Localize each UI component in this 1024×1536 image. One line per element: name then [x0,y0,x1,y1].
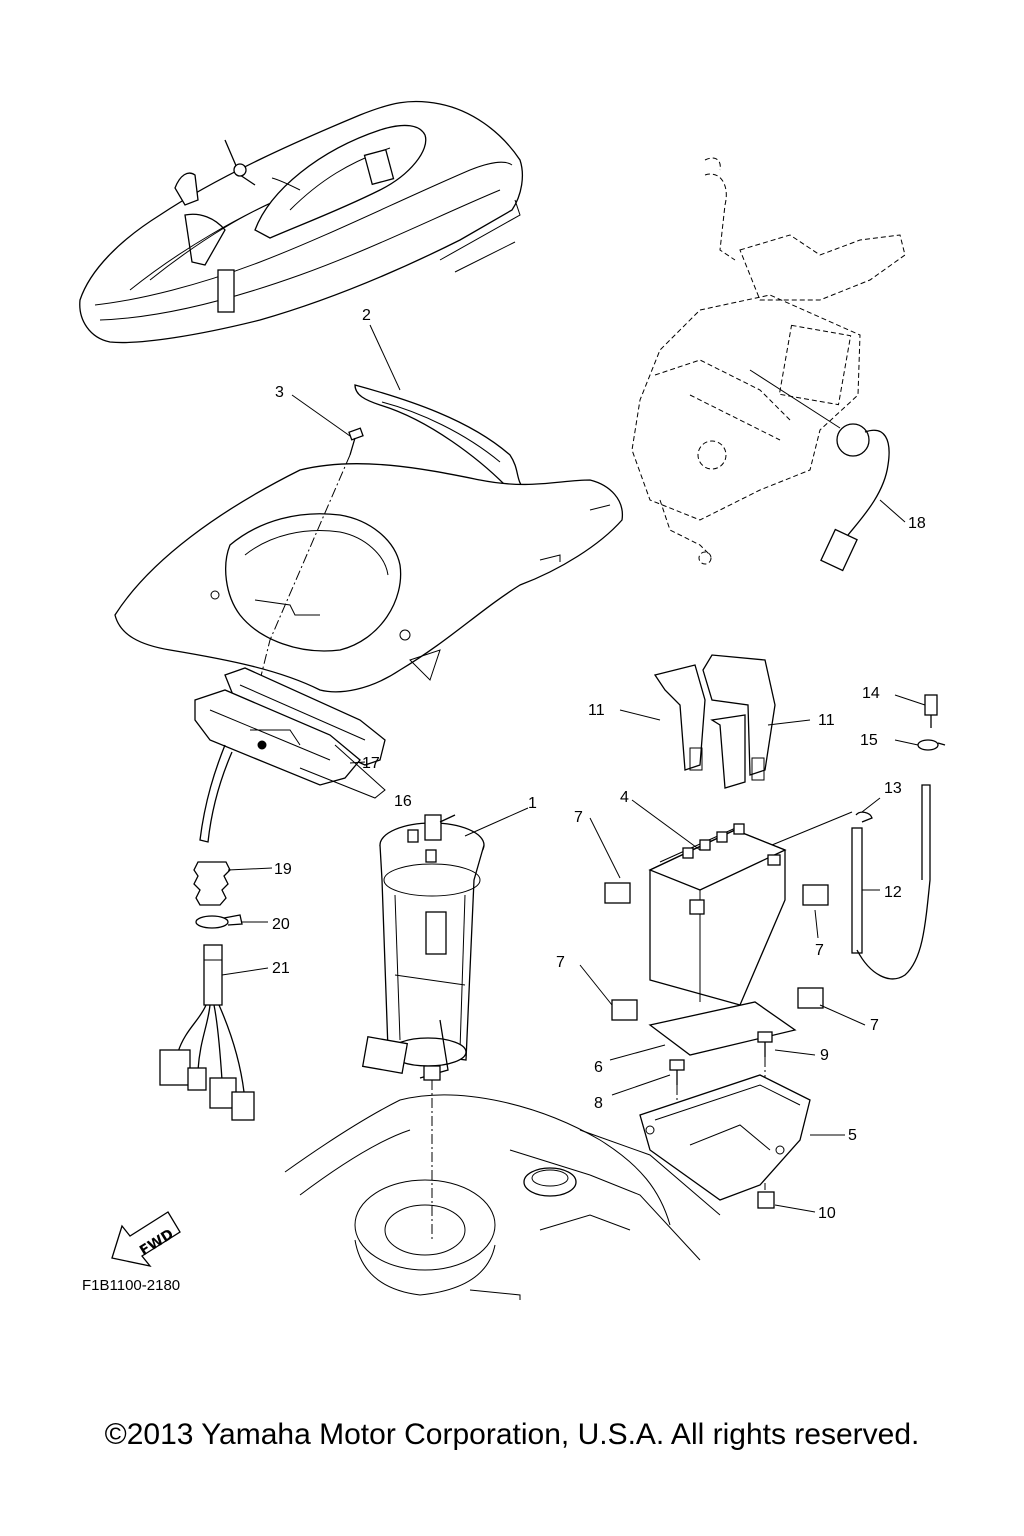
callout-11-right: 11 [818,712,835,729]
steering-assembly-illustration [631,157,906,572]
meter-unit-illustration [194,667,386,843]
watercraft-illustration [79,100,523,344]
deck-illustration [114,463,623,693]
callout-17: 17 [362,755,380,772]
callout-12: 12 [884,884,902,901]
callout-15: 15 [860,732,878,749]
callout-8: 8 [594,1095,603,1112]
leader-lines [221,324,926,1213]
callout-14: 14 [862,685,880,702]
callout-5: 5 [848,1127,857,1144]
callout-7-top-left: 7 [574,809,583,826]
fuel-tank-illustration [284,1094,721,1300]
callout-9: 9 [820,1047,829,1064]
callout-3: 3 [275,384,284,401]
callout-4: 4 [620,789,629,806]
callout-1: 1 [528,795,537,812]
callout-labels: 1 2 3 4 5 6 7 7 7 7 8 9 10 11 11 12 13 1… [272,307,926,1222]
callout-7-left: 7 [556,954,565,971]
battery-illustration [604,654,829,1190]
wire-harness-illustration [159,861,255,1121]
vent-hose-illustration [771,694,946,980]
callout-2: 2 [362,307,371,324]
drawing-code: F1B1100-2180 [82,1277,180,1294]
forward-arrow-icon: FWD [111,1211,181,1268]
callout-13: 13 [884,780,902,797]
callout-21: 21 [272,960,290,977]
callout-18: 18 [908,515,926,532]
callout-7-bottom-right: 7 [870,1017,879,1034]
callout-7-right: 7 [815,942,824,959]
callout-10: 10 [818,1205,836,1222]
fuel-pump-illustration [361,814,485,1240]
battery-box-illustration [639,1074,811,1209]
copyright-notice: ©2013 Yamaha Motor Corporation, U.S.A. A… [104,1418,920,1451]
callout-11-left: 11 [588,702,605,719]
callout-20: 20 [272,916,290,933]
callout-19: 19 [274,861,292,878]
callout-16: 16 [394,793,412,810]
callout-6: 6 [594,1059,603,1076]
screw-part [259,427,364,681]
parts-diagram: 1 2 3 4 5 6 7 7 7 7 8 9 10 11 11 12 13 1… [79,100,946,1300]
